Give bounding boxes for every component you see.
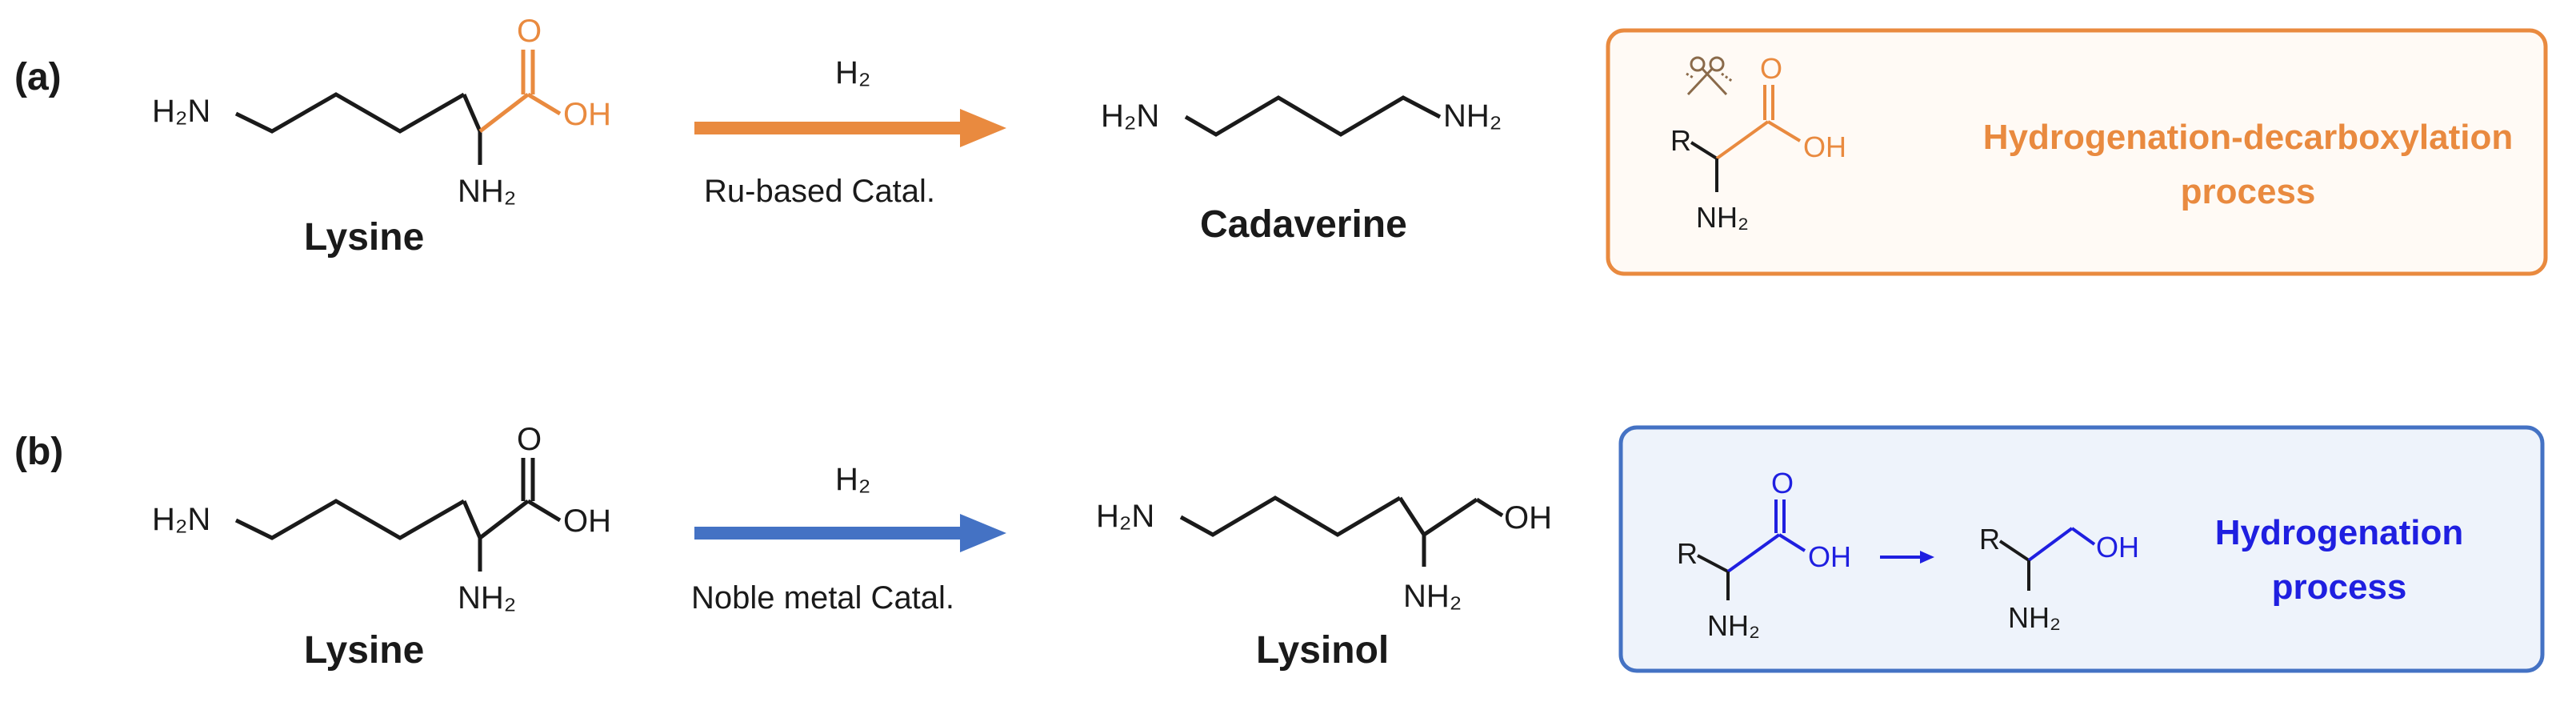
cadaverine-chain: [1184, 95, 1442, 137]
box-a-o: O: [1760, 52, 1782, 85]
lysine-a-oh-bond: [526, 92, 562, 116]
arrow-b-reagent: H₂: [835, 462, 870, 497]
decarboxylation-process-box: O R OH NH₂ Hydrogenation-decarboxylation…: [1606, 28, 2548, 276]
lysine-b-o: O: [517, 422, 542, 457]
box-b-r2-bond: [1998, 540, 2030, 562]
lysine-a-chain: [234, 92, 466, 134]
lysine-a-o: O: [517, 14, 542, 49]
lysine-b-oh-bond: [526, 499, 562, 523]
lysine-a-oh: OH: [563, 97, 611, 132]
lysine-b-h2n: H₂N: [152, 502, 210, 537]
box-b-r1-bond: [1697, 554, 1729, 573]
box-b-title-line2: process: [2272, 568, 2407, 607]
reaction-arrow-a: H₂ Ru-based Catal.: [694, 55, 1006, 209]
lysine-structure-a: H₂N NH₂ O OH Lysine: [152, 14, 611, 259]
box-b-nh2-1: NH₂: [1707, 609, 1760, 642]
lysine-structure-b: H₂N NH₂ O OH Lysine: [152, 422, 611, 672]
reaction-arrow-b: H₂ Noble metal Catal.: [691, 462, 1006, 616]
lysine-b-oh: OH: [563, 503, 611, 539]
arrow-a-reagent: H₂: [835, 55, 870, 90]
box-b-arrow-head: [1920, 551, 1934, 564]
lysine-a-h2n: H₂N: [152, 94, 210, 129]
box-b-nh2-2: NH₂: [2008, 601, 2061, 634]
box-b-c2-bond: [2027, 527, 2074, 562]
lysine-b-chain: [234, 499, 466, 540]
box-a-c-bond: [1715, 120, 1770, 160]
panel-b: (b) H₂N NH₂ O OH Lysine H₂ Noble metal C…: [14, 422, 2545, 673]
cadaverine-h2n: H₂N: [1101, 98, 1159, 134]
box-b-oh1-bond: [1778, 533, 1806, 552]
box-a-r: R: [1670, 124, 1691, 157]
box-b-title-line1: Hydrogenation: [2215, 513, 2463, 552]
box-b-r1: R: [1677, 537, 1698, 570]
lysinol-oh-bond: [1475, 497, 1504, 518]
box-a-title-line1: Hydrogenation-decarboxylation: [1983, 118, 2514, 157]
box-a-title-line2: process: [2181, 172, 2316, 211]
lysinol-structure: H₂N NH₂ OH Lysinol: [1096, 495, 1552, 672]
lysinol-ch2-bond: [1422, 497, 1478, 537]
lysinol-nh2: NH₂: [1403, 579, 1462, 614]
box-b-r2: R: [1979, 523, 2000, 556]
cadaverine-nh2: NH₂: [1443, 98, 1502, 134]
lysine-b-nh2: NH₂: [458, 580, 516, 616]
lysine-a-ca-bond: [462, 94, 482, 132]
box-a-nh2: NH₂: [1696, 201, 1749, 234]
arrow-b-head: [960, 514, 1006, 552]
cadaverine-structure: H₂N NH₂ Cadaverine: [1101, 95, 1502, 246]
panel-b-tag: (b): [14, 431, 63, 473]
lysinol-chain: [1179, 495, 1402, 537]
arrow-b-catalyst: Noble metal Catal.: [691, 580, 954, 616]
lysine-a-name: Lysine: [304, 216, 424, 259]
lysinol-c2-bond: [1398, 496, 1426, 536]
blue-box-frame: [1618, 425, 2545, 673]
lysine-a-carboxyl-bond: [478, 93, 530, 133]
panel-a-tag: (a): [14, 56, 62, 98]
box-b-oh2: OH: [2096, 531, 2139, 564]
box-a-oh-bond: [1766, 120, 1802, 142]
lysine-a-nh2: NH₂: [458, 174, 516, 209]
lysine-b-name: Lysine: [304, 629, 424, 672]
cadaverine-name: Cadaverine: [1200, 203, 1407, 246]
box-a-oh: OH: [1803, 130, 1846, 163]
box-b-oh2-bond: [2070, 527, 2096, 546]
box-a-r-bond: [1690, 141, 1718, 160]
box-b-c1-bond: [1726, 533, 1781, 573]
box-b-oh1: OH: [1808, 540, 1851, 573]
panel-a: (a) H₂N NH₂ O OH Lysine H₂ Ru-based Cata…: [14, 14, 2548, 276]
lysine-b-carboxyl-bond: [478, 499, 530, 540]
orange-box-frame: [1606, 28, 2548, 276]
lysinol-name: Lysinol: [1256, 629, 1389, 672]
hydrogenation-process-box: O R OH NH₂ R OH NH₂ Hydrogenation proces…: [1618, 425, 2545, 673]
scissors-icon: [1686, 56, 1734, 96]
lysinol-h2n: H₂N: [1096, 499, 1154, 534]
arrow-a-catalyst: Ru-based Catal.: [704, 174, 935, 209]
box-b-o: O: [1771, 467, 1794, 499]
lysine-b-ca-bond: [462, 500, 482, 539]
lysinol-oh: OH: [1504, 500, 1552, 536]
arrow-a-head: [960, 109, 1006, 147]
